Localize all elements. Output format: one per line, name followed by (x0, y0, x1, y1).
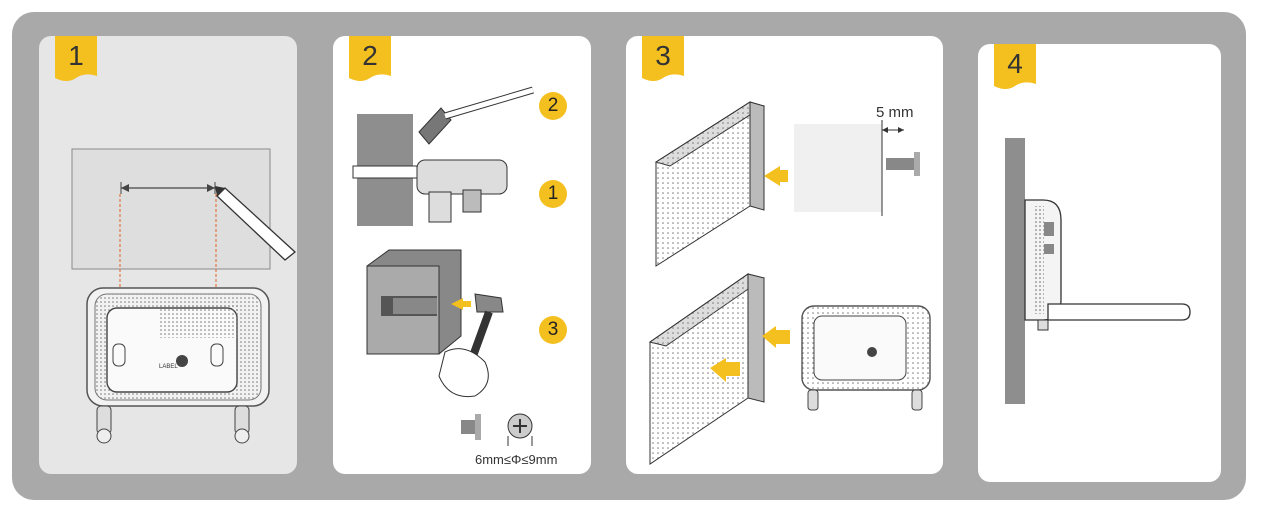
step-1-illustration (71, 148, 296, 444)
wall-anchor-icon (366, 249, 462, 355)
wall-drilling-icon (352, 86, 534, 226)
screw-gap-detail (794, 120, 920, 216)
step-badge: 1 (55, 36, 97, 82)
gap-spacing-label: 5 mm (876, 104, 914, 121)
step-number: 1 (68, 40, 84, 71)
wall-mount-icon (648, 273, 766, 465)
step-2-illustration (352, 86, 534, 446)
router-back-icon (801, 305, 931, 411)
router-side-icon (1024, 199, 1191, 331)
screw-diameter-label: 6mm≤Φ≤9mm (475, 452, 558, 467)
step-number: 2 (362, 40, 378, 71)
step-2-panel: 2 (333, 36, 591, 474)
step-1-panel: 1 LAB (39, 36, 297, 474)
hammer-icon (438, 293, 504, 398)
step-3-panel: 3 (626, 36, 943, 474)
substep-3-marker: 3 (539, 316, 567, 344)
substep-2-marker: 2 (539, 92, 567, 120)
substep-1-marker: 1 (539, 180, 567, 208)
step-badge: 4 (994, 44, 1036, 90)
wall-screws-icon (654, 101, 766, 267)
wall-side-icon (1005, 138, 1025, 404)
router-back-icon (86, 287, 270, 444)
step-number: 3 (655, 40, 671, 71)
step-4-panel: 4 (978, 44, 1221, 482)
step-badge: 3 (642, 36, 684, 82)
screw-icon (461, 413, 533, 446)
step-4-illustration (1005, 138, 1191, 404)
device-label-text: LABEL (159, 364, 178, 370)
step-badge: 2 (349, 36, 391, 82)
step-3-illustration (648, 101, 931, 465)
step-number: 4 (1007, 48, 1023, 79)
pencil-icon (215, 186, 296, 261)
